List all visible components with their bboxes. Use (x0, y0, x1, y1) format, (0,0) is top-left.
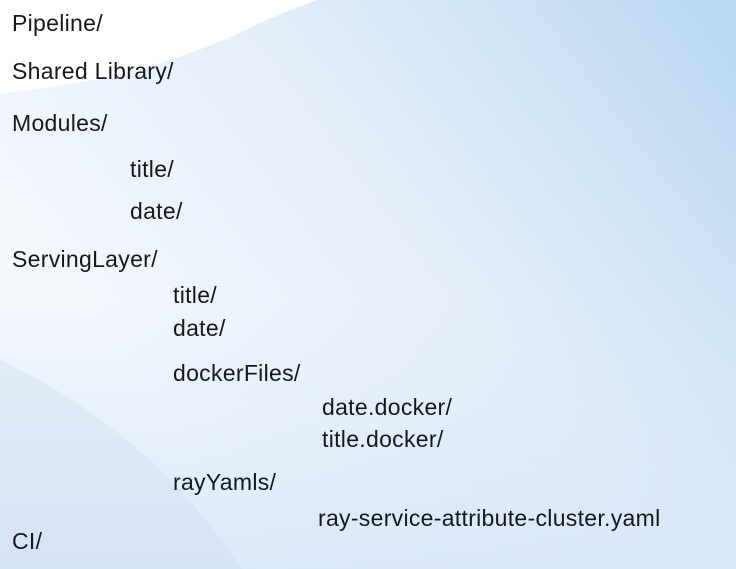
tree-item-serving-date: date/ (173, 315, 226, 341)
tree-item-rayyamls: rayYamls/ (173, 469, 277, 495)
wave-white-shape (0, 0, 317, 93)
tree-item-serving-title: title/ (173, 282, 217, 308)
tree-item-ci: CI/ (12, 528, 43, 554)
tree-item-dockerfiles: dockerFiles/ (173, 360, 301, 386)
tree-item-shared-library: Shared Library/ (12, 58, 174, 84)
tree-item-pipeline: Pipeline/ (12, 10, 103, 36)
tree-item-title-docker: title.docker/ (322, 426, 444, 452)
tree-item-servinglayer: ServingLayer/ (12, 246, 158, 272)
tree-item-modules-title: title/ (130, 156, 174, 182)
wave-lavender-shape (0, 360, 242, 569)
tree-item-ray-service-yaml: ray-service-attribute-cluster.yaml (318, 505, 661, 531)
tree-item-modules-date: date/ (130, 198, 183, 224)
tree-item-modules: Modules/ (12, 110, 108, 136)
tree-item-date-docker: date.docker/ (322, 394, 453, 420)
